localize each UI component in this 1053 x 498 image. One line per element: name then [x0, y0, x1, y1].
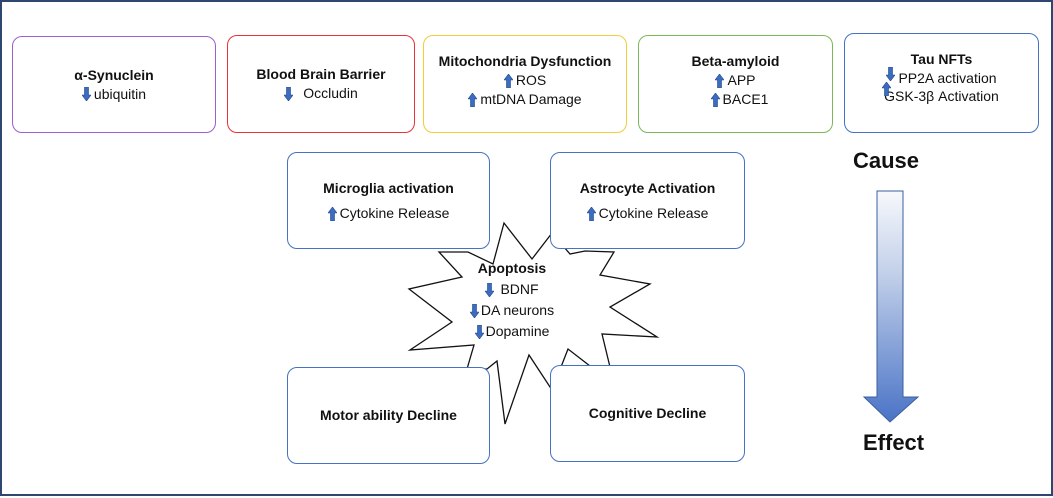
cause-box-blood-brain-barrier: Blood Brain Barrier Occludin — [227, 35, 415, 133]
item-text: APP — [727, 72, 756, 88]
item-text: Dopamine — [485, 323, 550, 339]
box-title: Cognitive Decline — [588, 405, 707, 421]
apoptosis-label: Apoptosis BDNF DA neurons Dopamine — [457, 258, 567, 342]
box-title: Blood Brain Barrier — [256, 66, 386, 82]
effect-label: Effect — [863, 430, 925, 455]
down-arrow-icon — [886, 67, 896, 81]
box-item: Cytokine Release — [327, 204, 450, 223]
activation-box-microglia: Microglia activation Cytokine Release — [287, 152, 490, 249]
flow-arrow-shape — [862, 190, 920, 423]
up-arrow-icon — [327, 206, 337, 221]
up-arrow-icon — [710, 92, 720, 107]
outcome-box-cognitive-decline: Cognitive Decline — [550, 365, 745, 462]
box-item: BACE1 — [703, 90, 769, 109]
box-item: Cytokine Release — [586, 204, 709, 223]
box-title: Mitochondria Dysfunction — [438, 53, 612, 69]
box-title: Microglia activation — [323, 180, 454, 196]
box-item: mtDNA Damage — [468, 90, 582, 109]
box-title: Tau NFTs — [910, 51, 973, 67]
item-text: ubiquitin — [93, 85, 147, 102]
box-item: GSK-3β Activation — [882, 82, 999, 105]
cause-effect-arrow — [862, 190, 920, 423]
cause-box-alpha-synuclein: α-Synuclein ubiquitin — [12, 36, 216, 133]
up-arrow-icon — [715, 73, 725, 88]
activation-box-astrocyte: Astrocyte Activation Cytokine Release — [550, 152, 745, 249]
up-arrow-icon — [503, 73, 513, 88]
down-arrow-icon — [474, 324, 484, 339]
up-arrow-icon — [468, 92, 478, 107]
cause-label: Cause — [853, 148, 920, 173]
apoptosis-title: Apoptosis — [477, 260, 547, 276]
cause-box-beta-amyloid: Beta-amyloid APP BACE1 — [638, 35, 833, 133]
box-title: α-Synuclein — [74, 66, 154, 83]
item-text: PP2A activation — [898, 70, 997, 86]
cause-box-mitochondria-dysfunction: Mitochondria Dysfunction ROS mtDNA Damag… — [423, 35, 627, 133]
box-item: ROS — [503, 71, 547, 90]
item-text: DA neurons — [480, 302, 555, 318]
item-text: mtDNA Damage — [480, 91, 582, 107]
box-item: Occludin — [284, 84, 358, 103]
apoptosis-item: BDNF — [457, 279, 567, 300]
item-text: Cytokine Release — [339, 205, 450, 221]
down-arrow-icon — [485, 282, 495, 297]
item-text: Cytokine Release — [598, 205, 709, 221]
apoptosis-item: DA neurons — [457, 300, 567, 321]
apoptosis-item: Dopamine — [457, 321, 567, 342]
item-text: ROS — [515, 72, 547, 88]
item-text: GSK-3β Activation — [884, 88, 999, 104]
box-title: Astrocyte Activation — [579, 180, 716, 196]
cause-box-tau-nfts: Tau NFTs PP2A activation GSK-3β Activati… — [844, 33, 1039, 133]
item-text: BACE1 — [722, 91, 769, 107]
up-arrow-icon — [882, 82, 892, 96]
outcome-box-motor-decline: Motor ability Decline — [287, 367, 490, 464]
item-text: Occludin — [303, 85, 358, 101]
box-title: Motor ability Decline — [320, 407, 457, 423]
down-arrow-icon — [81, 87, 91, 101]
box-title: Beta-amyloid — [691, 53, 780, 69]
box-item: PP2A activation — [886, 67, 997, 87]
down-arrow-icon — [284, 86, 294, 101]
item-text: BDNF — [500, 281, 539, 297]
up-arrow-icon — [586, 206, 596, 221]
box-item: ubiquitin — [81, 85, 147, 104]
box-item: APP — [715, 71, 756, 90]
down-arrow-icon — [469, 303, 479, 318]
